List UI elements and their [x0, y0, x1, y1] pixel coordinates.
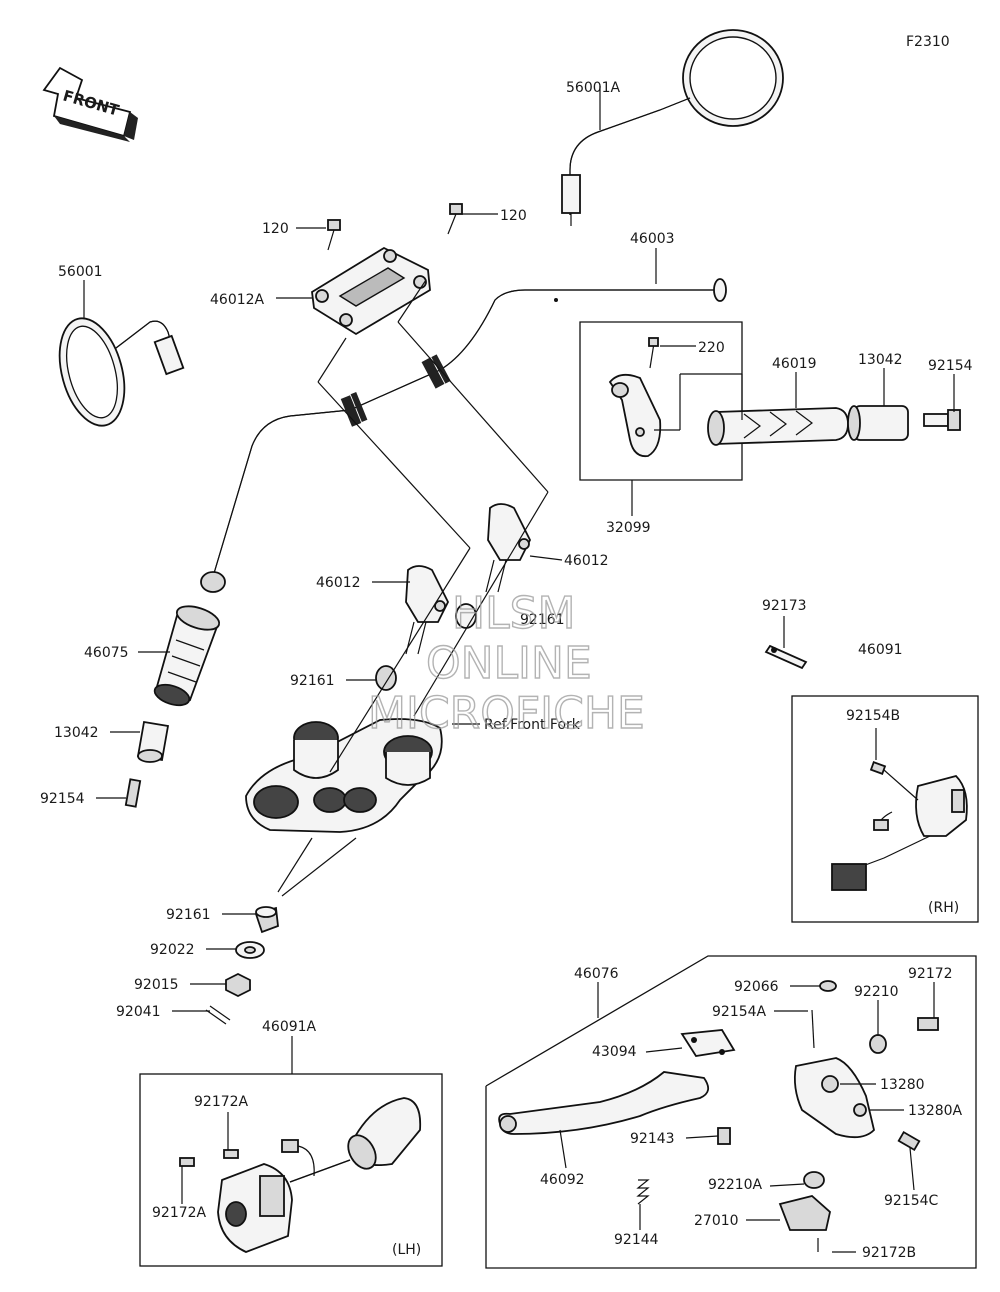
label-46012-right: 46012: [564, 553, 609, 569]
lh-switch-box: [139, 1073, 443, 1267]
label-32099: 32099: [606, 520, 651, 536]
label-92210: 92210: [854, 984, 899, 1000]
label-92015: 92015: [134, 977, 179, 993]
watermark-line-3: MICROFICHE: [368, 688, 645, 739]
label-46019: 46019: [772, 356, 817, 372]
label-46075: 46075: [84, 645, 129, 661]
label-13280: 13280: [880, 1077, 925, 1093]
label-92172: 92172: [908, 966, 953, 982]
figure-code: F2310: [906, 34, 950, 50]
part-labels: 56001A 120 120 46003 56001 46012A 220 46…: [40, 80, 973, 1261]
label-46091A: 46091A: [262, 1019, 317, 1035]
label-46092: 46092: [540, 1172, 585, 1188]
bolt-120-right: [447, 203, 463, 235]
label-27010: 27010: [694, 1213, 739, 1229]
throttle-box: [579, 321, 743, 481]
left-mirror: [58, 317, 185, 427]
label-92172A-bottom: 92172A: [152, 1205, 207, 1221]
riser-right: [485, 503, 532, 593]
bracket-92173: [764, 644, 808, 670]
label-lh: (LH): [392, 1242, 421, 1258]
lever-assembly-box: [485, 955, 977, 1269]
watermark: HLSM ONLINE MICROFICHE: [367, 587, 645, 739]
label-13042-left: 13042: [54, 725, 99, 741]
leader-lines: [83, 86, 955, 1253]
cotter-pin-92041: [205, 1005, 231, 1025]
label-13280A: 13280A: [908, 1103, 963, 1119]
label-92161-top: 92161: [520, 612, 565, 628]
label-92172A-top: 92172A: [194, 1094, 249, 1110]
washer-92022: [235, 941, 265, 959]
label-92143: 92143: [630, 1131, 675, 1147]
label-92154-left: 92154: [40, 791, 85, 807]
label-92066: 92066: [734, 979, 779, 995]
label-56001: 56001: [58, 264, 103, 280]
label-ref-front-fork: Ref.Front Fork: [484, 717, 581, 733]
label-92041: 92041: [116, 1004, 161, 1020]
label-46091: 46091: [858, 642, 903, 658]
label-92144: 92144: [614, 1232, 659, 1248]
label-rh: (RH): [928, 900, 959, 916]
rubber-bushing-upper: [375, 603, 477, 691]
label-92154A: 92154A: [712, 1004, 767, 1020]
label-120-left: 120: [262, 221, 289, 237]
label-92210A: 92210A: [708, 1177, 763, 1193]
label-92022: 92022: [150, 942, 195, 958]
label-92161-mid: 92161: [290, 673, 335, 689]
label-220: 220: [698, 340, 725, 356]
label-120-right: 120: [500, 208, 527, 224]
label-92154C: 92154C: [884, 1193, 939, 1209]
label-56001A: 56001A: [566, 80, 621, 96]
upper-clamp: [311, 246, 431, 336]
label-13042-right: 13042: [858, 352, 903, 368]
left-grip: [153, 605, 221, 707]
top-triple-clamp: [245, 718, 443, 833]
label-46012A: 46012A: [210, 292, 265, 308]
watermark-line-2: ONLINE: [426, 638, 592, 689]
rh-switch-box: [791, 695, 979, 923]
label-46076: 46076: [574, 966, 619, 982]
label-92154-right: 92154: [928, 358, 973, 374]
right-grip: [707, 405, 961, 446]
label-92161-bottom: 92161: [166, 907, 211, 923]
right-mirror: [561, 29, 784, 226]
label-92173: 92173: [762, 598, 807, 614]
label-92154B: 92154B: [846, 708, 900, 724]
rubber-bushing-lower: [254, 906, 279, 934]
label-46003: 46003: [630, 231, 675, 247]
nut-92015: [225, 972, 251, 998]
riser-left: [405, 565, 450, 655]
bar-end-left: [124, 720, 170, 808]
label-46012-left: 46012: [316, 575, 361, 591]
front-arrow-icon: [42, 66, 138, 142]
bolt-120-left: [327, 219, 341, 251]
label-43094: 43094: [592, 1044, 637, 1060]
label-92172B: 92172B: [862, 1245, 916, 1261]
watermark-line-1: HLSM: [452, 588, 576, 639]
